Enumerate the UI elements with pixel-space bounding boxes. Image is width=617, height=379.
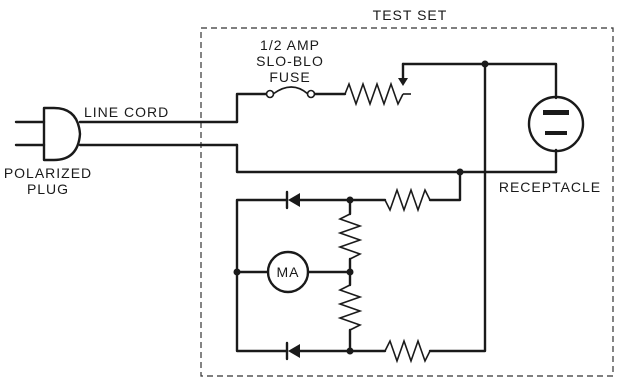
meter-label: MA xyxy=(277,264,300,280)
lower-diode xyxy=(285,341,300,361)
fuse xyxy=(265,86,316,99)
upper-diode xyxy=(285,190,300,210)
receptacle-label: RECEPTACLE xyxy=(499,179,601,195)
test-set-boundary xyxy=(200,27,614,377)
receptacle-outline xyxy=(527,95,585,153)
receptacle-slot-top xyxy=(543,110,569,115)
neutral-wire xyxy=(235,143,558,174)
upper-resistor xyxy=(384,187,431,213)
receptacle xyxy=(527,95,585,153)
upper-vertical-resistor-zigzag xyxy=(337,213,363,260)
neutral-to-upper-resistor-wire xyxy=(428,170,462,202)
lower-vertical-resistor xyxy=(337,284,363,331)
variable-resistor xyxy=(344,62,411,107)
lower-resistor xyxy=(384,338,431,364)
lower-resistor-zigzag xyxy=(384,338,431,364)
fuse-type-label: SLO-BLO xyxy=(256,53,324,69)
upper-vertical-resistor xyxy=(337,213,363,260)
lower-vertical-resistor-zigzag xyxy=(337,284,363,331)
lower-diode-triangle xyxy=(288,344,300,358)
plug-body xyxy=(42,106,82,162)
variable-resistor-zigzag xyxy=(344,81,404,107)
left-bus-to-lower-diode xyxy=(235,270,289,353)
fuse-element xyxy=(272,86,309,95)
fuse-rating-label: 1/2 AMP xyxy=(260,37,320,53)
line-cord-label: LINE CORD xyxy=(84,104,169,120)
upper-diode-triangle xyxy=(288,193,300,207)
upper-resistor-zigzag xyxy=(384,187,431,213)
vertical-bus-wire xyxy=(428,62,487,353)
plug-label: PLUG xyxy=(27,181,69,197)
junction-lower-diode xyxy=(346,347,354,355)
upper-diode-to-left-bus xyxy=(235,198,289,274)
fuse-terminal-left xyxy=(265,89,275,99)
hot-wire-to-receptacle xyxy=(401,62,558,100)
variable-resistor-arrow xyxy=(398,78,408,86)
polarized-label: POLARIZED xyxy=(4,165,92,181)
polarized-plug xyxy=(14,106,82,162)
fuse-terminal-right xyxy=(306,89,316,99)
line-cord xyxy=(78,120,239,147)
fuse-label: FUSE xyxy=(269,69,310,85)
hot-wire-to-fuse xyxy=(235,92,268,124)
milliammeter: MA xyxy=(266,250,310,294)
test-set-label: TEST SET xyxy=(373,7,448,23)
receptacle-slot-bottom xyxy=(545,131,567,135)
